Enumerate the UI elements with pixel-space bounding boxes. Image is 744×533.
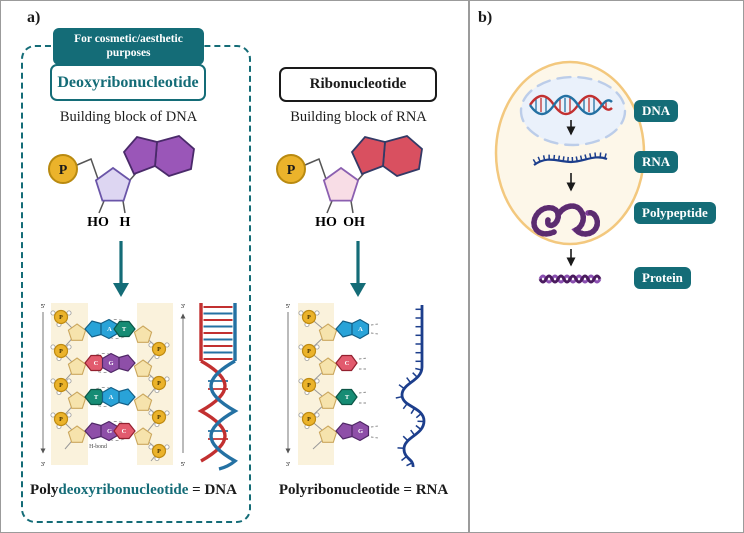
prime-label: 5' [286,303,290,310]
ribo-subtitle: Building block of RNA [290,109,427,125]
base-letter: C [122,428,127,435]
ribonucleotide-structure-icon: P HO OH [276,135,423,230]
base-letter: T [94,394,99,401]
purpose-badge: For cosmetic/aesthetic purposes [53,28,204,65]
dna-equation: Polydeoxyribonucleotide = DNA [26,482,241,499]
eq-suffix: = DNA [188,482,237,498]
adenine-icon [84,318,119,340]
panel-a-label: a) [27,9,41,26]
unpaired-hbond-dashes [358,323,379,439]
eq-highlight: deoxyribonucleotide [58,482,189,498]
adenine-icon [101,386,136,408]
rna-polynucleotide-diagram: 5' 3' A C T [285,303,379,468]
ribo-hydroxyl-left-label: HO [315,215,337,230]
panel-divider [468,1,470,532]
rna-base-icon [382,135,423,177]
base-letter: C [94,360,99,367]
guanine-icon [84,420,119,442]
deoxyribonucleotide-title: Deoxyribonucleotide [50,64,206,101]
deoxy-subtitle: Building block of DNA [59,109,198,125]
rna-strand-icon [395,305,426,468]
deoxy-hydrogen-label: H [120,215,131,230]
phosphate-letter: P [287,163,296,178]
base-pairs: A T C G T A G C [84,318,136,442]
prime-label: 5' [41,303,45,310]
rna-bases: A C T G [335,318,370,442]
rna-badge: RNA [634,151,679,173]
down-arrow-icon [350,241,366,297]
base-letter: G [358,428,363,435]
down-arrow-icon [113,241,129,297]
base-letter: T [122,326,127,333]
guanine-icon [101,352,136,374]
ribonucleotide-title: Ribonucleotide [279,67,437,102]
phosphate-icon [48,154,78,184]
base-letter: T [345,394,350,401]
prime-label: 5' [181,461,185,468]
rna-equation: Polyribonucleotide = RNA [278,482,449,498]
phosphate-letter: P [59,163,68,178]
protein-badge: Protein [634,267,691,289]
base-letter: A [109,394,114,401]
base-letter: A [107,326,112,333]
ribo-hydroxyl-right-label: OH [343,215,365,230]
eq-prefix: Poly [30,482,59,498]
base-letter: G [108,360,113,367]
panel-a: a) For cosmetic/aesthetic purposes Deoxy… [1,1,468,532]
phosphate-icon [276,154,306,184]
prime-label: 3' [41,461,45,468]
purine-base-icon [154,135,195,177]
base-letter: C [345,360,350,367]
dna-badge: DNA [634,100,679,122]
polypeptide-icon [531,203,601,237]
rna-icon [533,156,608,166]
central-dogma-diagram [494,60,646,284]
polypeptide-badge: Polypeptide [634,202,716,224]
dna-polynucleotide-diagram: 5' 3' 3' 5' [40,303,186,468]
prime-label: 3' [181,303,185,310]
base-letter: A [358,326,363,333]
protein-icon [538,274,602,284]
deoxyribonucleotide-structure-icon: P HO H [48,135,195,230]
panel-b: b) [470,1,743,532]
hbond-label: H-bond [89,444,107,450]
ribose-sugar-icon [322,166,360,202]
deoxy-hydroxyl-label: HO [87,215,109,230]
dna-helix-icon [529,94,613,116]
adenine-icon [335,318,370,340]
guanine-icon [335,420,370,442]
base-letter: G [107,428,112,435]
deoxyribose-sugar-icon [94,166,132,202]
panel-b-label: b) [478,9,493,26]
prime-label: 3' [286,461,290,468]
dna-double-helix-icon [197,303,239,471]
